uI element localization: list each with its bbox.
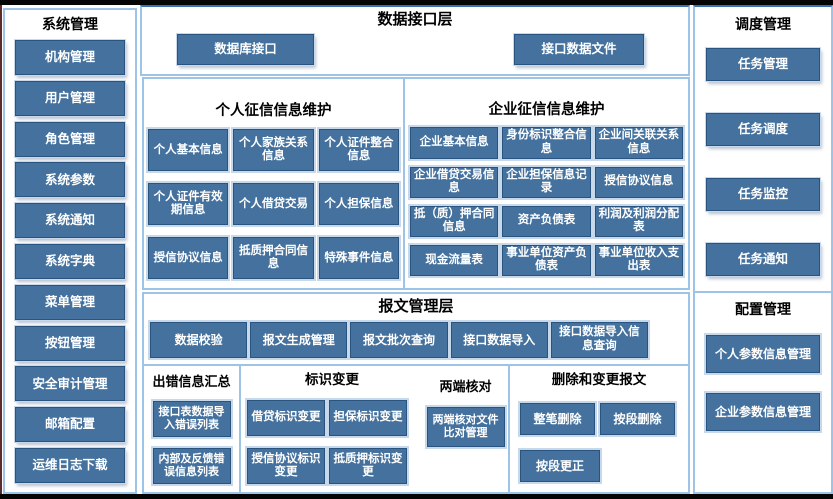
enterprise-credit-agreement-button[interactable]: 授信协议信息	[594, 166, 683, 198]
task-notification-button[interactable]: 任务通知	[706, 242, 820, 276]
enterprise-credit-grid: 企业基本信息 身份标识整合信息 企业间关联关系信息 企业借贷交易信息 企业担保信…	[410, 127, 683, 276]
personal-family-relation-button[interactable]: 个人家族关系信息	[233, 129, 314, 172]
delete-buttons-row: 整笔删除 按段删除	[520, 403, 675, 436]
interface-data-file-button[interactable]: 接口数据文件	[514, 34, 644, 65]
left-frame-edge	[0, 5, 2, 494]
mailbox-config-button[interactable]: 邮箱配置	[15, 407, 125, 443]
identifier-change-grid: 借贷标识变更 担保标识变更 授信协议标识变更 抵质押标识变更	[247, 400, 407, 485]
user-management-button[interactable]: 用户管理	[15, 80, 125, 116]
message-generation-button[interactable]: 报文生成管理	[250, 322, 348, 358]
personal-credit-panel: 个人征信信息维护 个人基本信息 个人家族关系信息 个人证件整合信息 个人证件有效…	[142, 77, 405, 290]
task-management-button[interactable]: 任务管理	[706, 47, 820, 81]
personal-credit-title: 个人征信信息维护	[215, 103, 332, 119]
import-error-list-button[interactable]: 接口表数据导入错误列表	[152, 400, 231, 437]
credit-agreement-id-change-button[interactable]: 授信协议标识变更	[247, 448, 325, 485]
personal-loan-transaction-button[interactable]: 个人借贷交易	[233, 183, 314, 226]
enterprise-loan-transaction-button[interactable]: 企业借贷交易信息	[410, 166, 499, 198]
whole-record-delete-button[interactable]: 整笔删除	[520, 403, 595, 436]
ops-log-download-button[interactable]: 运维日志下载	[15, 447, 125, 483]
message-management-panel: 报文管理层 数据校验 报文生成管理 报文批次查询 接口数据导入 接口数据导入信息…	[142, 292, 690, 366]
balance-sheet-button[interactable]: 资产负债表	[502, 205, 591, 237]
system-management-button-list: 机构管理 用户管理 角色管理 系统参数 系统通知 系统字典 菜单管理 按钮管理 …	[15, 40, 125, 483]
personal-param-management-button[interactable]: 个人参数信息管理	[706, 334, 820, 373]
personal-credit-agreement-button[interactable]: 授信协议信息	[148, 237, 229, 280]
enterprise-basic-info-button[interactable]: 企业基本信息	[410, 127, 499, 159]
enterprise-credit-title: 企业征信信息维护	[488, 102, 605, 118]
institution-income-expense-button[interactable]: 事业单位收入支出表	[594, 244, 683, 276]
system-dictionary-button[interactable]: 系统字典	[15, 243, 125, 279]
database-interface-button[interactable]: 数据库接口	[177, 34, 314, 65]
error-summary-title: 出错信息汇总	[152, 374, 231, 389]
data-interface-layer-panel: 数据接口层 数据库接口 接口数据文件	[140, 5, 690, 76]
org-management-button[interactable]: 机构管理	[15, 40, 125, 75]
enterprise-guarantee-record-button[interactable]: 企业担保信息记录	[502, 166, 591, 198]
data-validation-button[interactable]: 数据校验	[150, 322, 248, 358]
identifier-change-panel: 标识变更 借贷标识变更 担保标识变更 授信协议标识变更 抵质押标识变更	[241, 366, 425, 494]
two-end-check-panel: 两端核对 两端核对文件比对管理	[423, 366, 510, 494]
task-monitoring-button[interactable]: 任务监控	[706, 177, 820, 211]
institution-balance-sheet-button[interactable]: 事业单位资产负债表	[502, 244, 591, 276]
personal-credit-grid: 个人基本信息 个人家族关系信息 个人证件整合信息 个人证件有效期信息 个人借贷交…	[148, 129, 399, 280]
system-notice-button[interactable]: 系统通知	[15, 203, 125, 239]
two-end-check-title: 两端核对	[439, 379, 492, 394]
personal-id-integration-button[interactable]: 个人证件整合信息	[318, 129, 399, 172]
personal-id-validity-button[interactable]: 个人证件有效期信息	[148, 183, 229, 226]
data-interface-layer-title: 数据接口层	[377, 11, 453, 28]
delete-change-message-panel: 删除和变更报文 整笔删除 按段删除 按段更正	[510, 366, 690, 494]
system-management-title: 系统管理	[42, 16, 98, 32]
role-management-button[interactable]: 角色管理	[15, 121, 125, 157]
configuration-management-title: 配置管理	[735, 301, 791, 317]
enterprise-credit-panel: 企业征信信息维护 企业基本信息 身份标识整合信息 企业间关联关系信息 企业借贷交…	[405, 77, 690, 290]
menu-management-button[interactable]: 菜单管理	[15, 284, 125, 320]
personal-guarantee-info-button[interactable]: 个人担保信息	[318, 183, 399, 226]
message-management-buttons: 数据校验 报文生成管理 报文批次查询 接口数据导入 接口数据导入信息查询	[150, 322, 649, 358]
profit-distribution-button[interactable]: 利润及利润分配表	[594, 205, 683, 237]
pledge-contract-info-button[interactable]: 抵（质）押合同信息	[410, 205, 499, 237]
identity-integration-info-button[interactable]: 身份标识整合信息	[502, 127, 591, 159]
cash-flow-statement-button[interactable]: 现金流量表	[410, 244, 499, 276]
scheduling-management-panel: 调度管理 任务管理 任务调度 任务监控 任务通知	[693, 5, 833, 293]
loan-id-change-button[interactable]: 借贷标识变更	[247, 400, 325, 437]
system-params-button[interactable]: 系统参数	[15, 162, 125, 198]
error-summary-panel: 出错信息汇总 接口表数据导入错误列表 内部及反馈错误信息列表	[142, 366, 241, 494]
delete-change-message-title: 删除和变更报文	[551, 372, 647, 387]
collateral-id-change-button[interactable]: 抵质押标识变更	[329, 448, 407, 485]
identifier-change-title: 标识变更	[305, 372, 359, 387]
enterprise-param-management-button[interactable]: 企业参数信息管理	[706, 392, 820, 431]
file-comparison-management-button[interactable]: 两端核对文件比对管理	[426, 406, 505, 447]
interface-import-info-query-button[interactable]: 接口数据导入信息查询	[550, 322, 649, 358]
configuration-management-panel: 配置管理 个人参数信息管理 企业参数信息管理	[693, 293, 833, 494]
interface-data-import-button[interactable]: 接口数据导入	[450, 322, 548, 358]
feedback-error-list-button[interactable]: 内部及反馈错误信息列表	[152, 447, 231, 484]
scheduling-management-title: 调度管理	[735, 16, 791, 32]
guarantee-id-change-button[interactable]: 担保标识变更	[329, 400, 407, 437]
system-management-panel: 系统管理 机构管理 用户管理 角色管理 系统参数 系统通知 系统字典 菜单管理 …	[3, 8, 137, 494]
message-management-title: 报文管理层	[378, 298, 454, 315]
enterprise-relation-info-button[interactable]: 企业间关联关系信息	[594, 127, 683, 159]
personal-collateral-contract-button[interactable]: 抵质押合同信息	[233, 237, 314, 280]
segment-correction-button[interactable]: 按段更正	[520, 450, 600, 483]
task-scheduling-button[interactable]: 任务调度	[706, 112, 820, 146]
special-event-info-button[interactable]: 特殊事件信息	[318, 237, 399, 280]
top-frame-bar	[0, 0, 833, 5]
security-audit-button[interactable]: 安全审计管理	[15, 366, 125, 402]
message-batch-query-button[interactable]: 报文批次查询	[350, 322, 448, 358]
bottom-frame-bar	[0, 494, 833, 499]
segment-delete-button[interactable]: 按段删除	[600, 403, 675, 436]
button-management-button[interactable]: 按钮管理	[15, 325, 125, 361]
personal-basic-info-button[interactable]: 个人基本信息	[148, 129, 229, 172]
